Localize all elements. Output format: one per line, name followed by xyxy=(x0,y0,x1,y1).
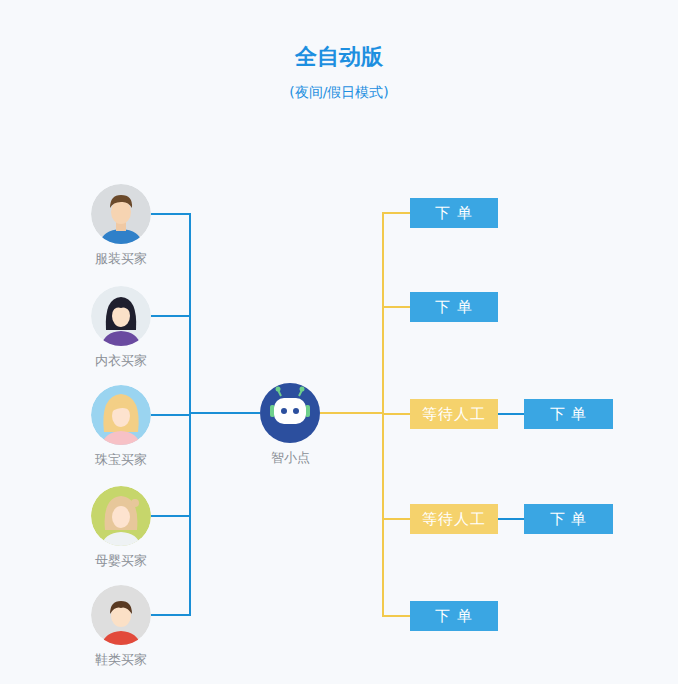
node-caption: 服装买家 xyxy=(95,250,147,268)
buyer-avatar xyxy=(91,184,151,246)
box-label: 等待人工 xyxy=(422,510,486,529)
connector xyxy=(498,413,524,415)
connector xyxy=(151,413,260,615)
buyer-node: 内衣买家 xyxy=(91,286,151,346)
buyer-node: 珠宝买家 xyxy=(91,385,151,445)
order-box: 下 单 xyxy=(410,292,498,322)
box-label: 下 单 xyxy=(435,298,473,317)
order-box: 下 单 xyxy=(410,198,498,228)
connector xyxy=(320,413,410,519)
wait-box: 等待人工 xyxy=(410,399,498,429)
buyer-node: 服装买家 xyxy=(91,184,151,244)
buyer-node: 鞋类买家 xyxy=(91,585,151,645)
connector xyxy=(320,307,410,413)
connector xyxy=(498,518,524,520)
node-caption: 智小点 xyxy=(271,449,310,467)
box-label: 下 单 xyxy=(435,204,473,223)
diagram-title: 全自动版 xyxy=(0,42,678,72)
order-box: 下 单 xyxy=(524,504,613,534)
connector xyxy=(320,413,410,616)
connector xyxy=(151,413,260,516)
box-label: 下 单 xyxy=(550,405,588,424)
buyer-node: 母婴买家 xyxy=(91,486,151,546)
robot-node: 智小点 xyxy=(260,383,320,443)
subtitle: (夜间/假日模式) xyxy=(0,84,678,102)
buyer-avatar xyxy=(91,286,151,348)
buyer-avatar xyxy=(91,486,151,548)
node-caption: 鞋类买家 xyxy=(95,651,147,669)
wait-box: 等待人工 xyxy=(410,504,498,534)
order-box: 下 单 xyxy=(410,601,498,631)
robot-icon xyxy=(260,383,320,443)
connector xyxy=(320,213,410,413)
order-box: 下 单 xyxy=(524,399,613,429)
connector xyxy=(151,316,260,413)
box-label: 下 单 xyxy=(550,510,588,529)
connector xyxy=(151,214,260,413)
node-caption: 珠宝买家 xyxy=(95,451,147,469)
box-label: 下 单 xyxy=(435,607,473,626)
box-label: 等待人工 xyxy=(422,405,486,424)
buyer-avatar xyxy=(91,385,151,448)
buyer-avatar xyxy=(91,585,151,648)
node-caption: 内衣买家 xyxy=(95,352,147,370)
node-caption: 母婴买家 xyxy=(95,552,147,570)
